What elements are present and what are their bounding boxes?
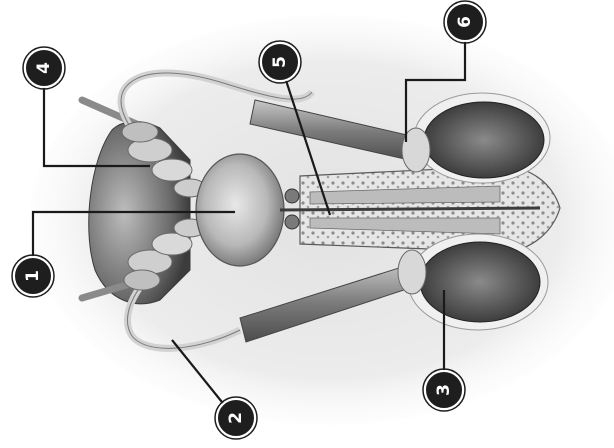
callout-number-1: 1 — [23, 270, 43, 282]
callout-badge-2: 2 — [215, 397, 257, 439]
callout-number-5: 5 — [270, 56, 290, 68]
callout-badge-5: 5 — [259, 41, 301, 83]
urethra — [280, 208, 540, 210]
bulbourethral-gland — [285, 189, 299, 203]
prostate — [196, 154, 284, 266]
bulbourethral-gland — [285, 215, 299, 229]
callout-badge-1: 1 — [12, 255, 54, 297]
callout-badge-6: 6 — [444, 1, 486, 43]
testis-lower — [408, 234, 548, 330]
callout-number-6: 6 — [455, 16, 475, 28]
epididymis-lower — [398, 250, 426, 294]
callout-number-2: 2 — [226, 412, 246, 424]
callout-badge-3: 3 — [423, 369, 465, 411]
callout-number-4: 4 — [34, 62, 54, 74]
testis-upper — [414, 93, 550, 183]
callout-number-3: 3 — [434, 384, 454, 396]
callout-badge-4: 4 — [23, 47, 65, 89]
